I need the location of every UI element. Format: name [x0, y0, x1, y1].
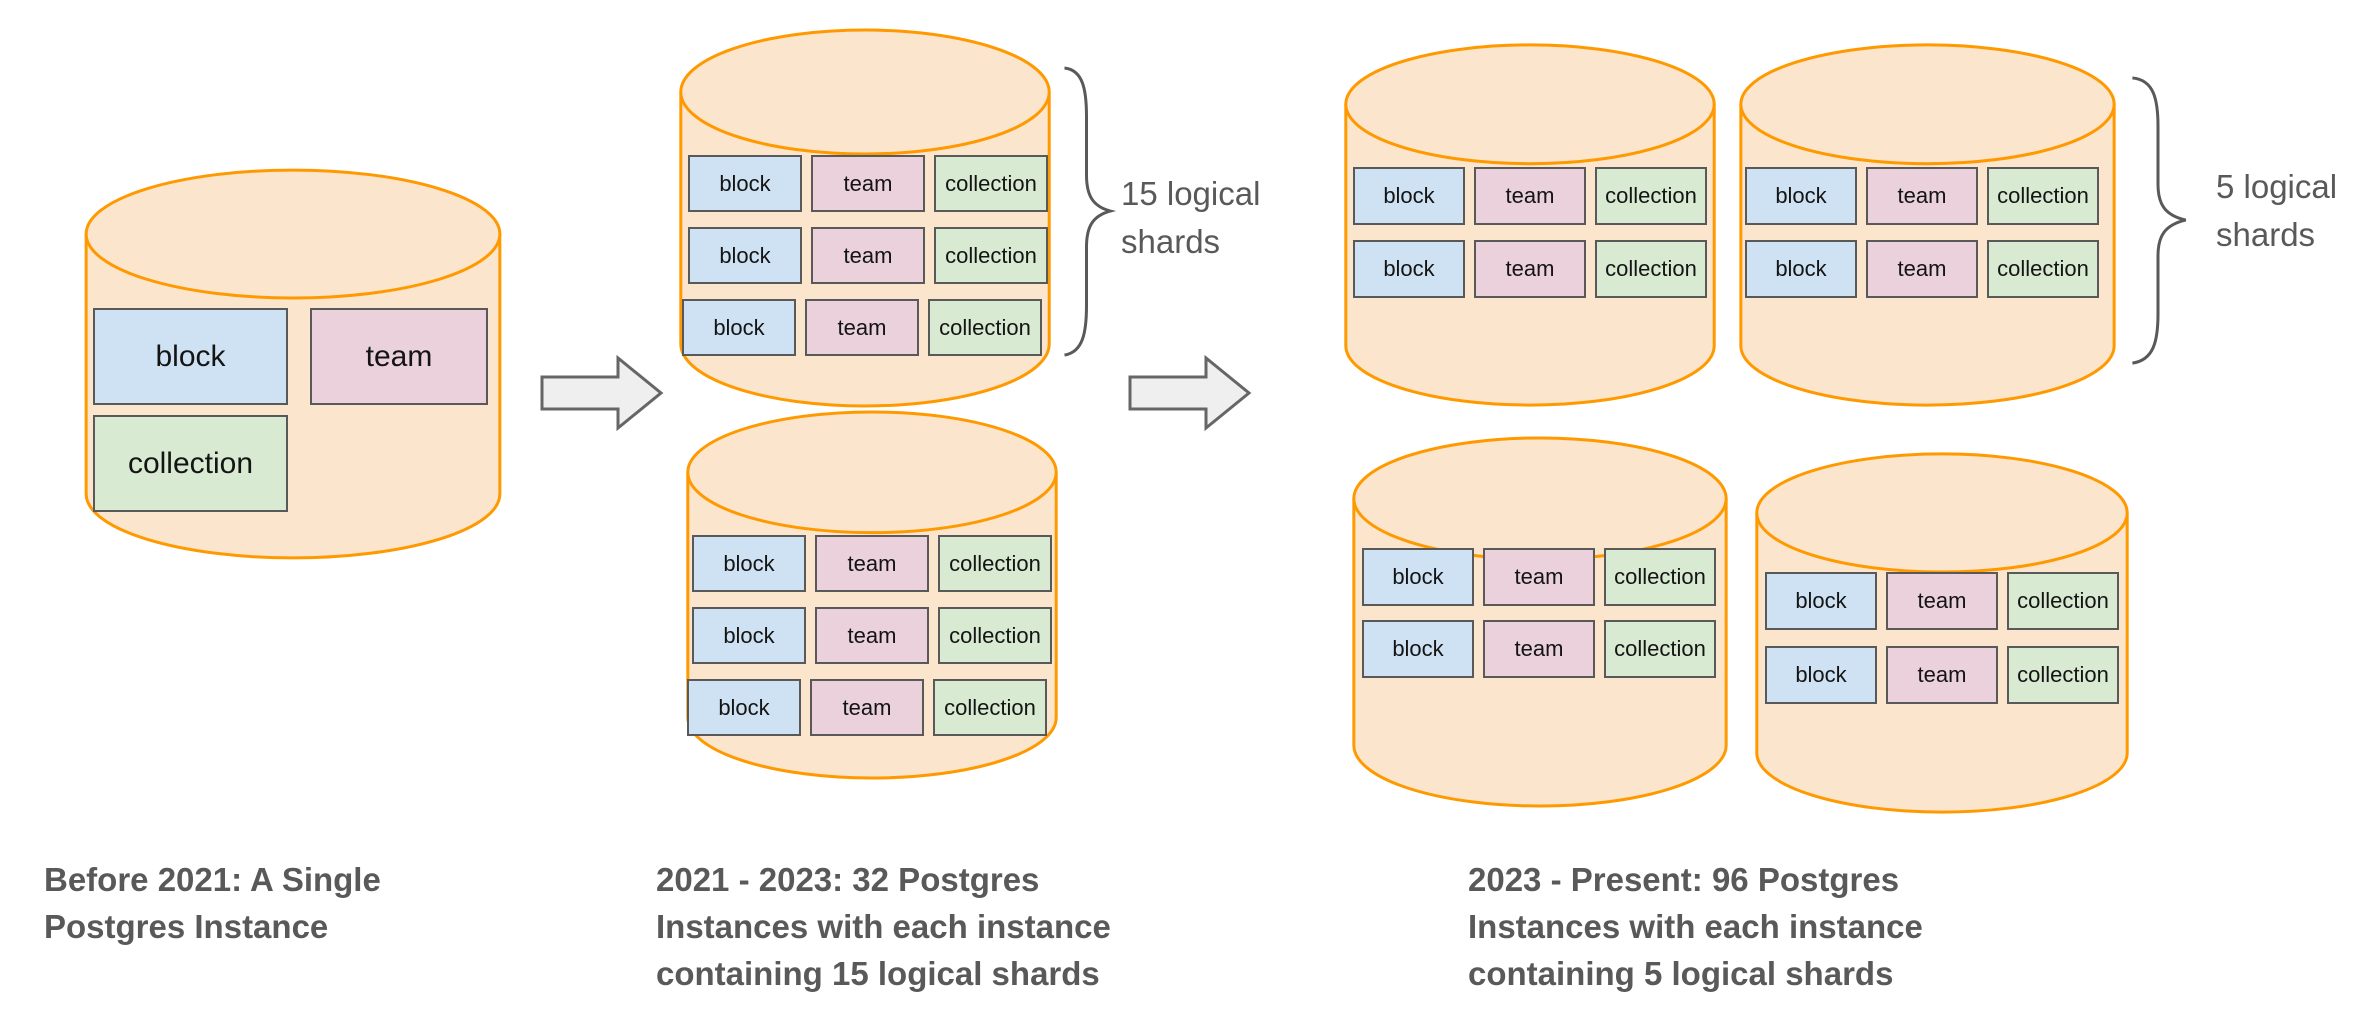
- table-box-team: team: [811, 227, 925, 284]
- shard-row: block team collection: [1362, 620, 1716, 678]
- table-box-team: team: [310, 308, 488, 405]
- shards-label-line: shards: [1121, 223, 1221, 260]
- caption-line: 2023 - Present: 96 Postgres: [1468, 861, 1900, 898]
- table-box-block: block: [1745, 167, 1857, 225]
- table-box-team: team: [1474, 167, 1586, 225]
- table-box-block: block: [1745, 240, 1857, 298]
- caption-line: Postgres Instance: [44, 908, 329, 945]
- table-box-collection: collection: [2007, 572, 2119, 630]
- arrow-right-icon: [540, 355, 664, 431]
- table-box-block: block: [687, 679, 801, 736]
- db-cylinder-mid-bottom: block team collection block team collect…: [685, 410, 1059, 780]
- table-box-team: team: [815, 607, 929, 664]
- shard-row: block team collection: [1765, 572, 2119, 630]
- table-box-block: block: [1362, 548, 1474, 606]
- table-box-team: team: [1886, 572, 1998, 630]
- table-box-team: team: [1866, 167, 1978, 225]
- caption-2021-2023: 2021 - 2023: 32 Postgres Instances with …: [656, 856, 1111, 997]
- table-box-team: team: [1474, 240, 1586, 298]
- table-box-collection: collection: [1987, 240, 2099, 298]
- table-box-block: block: [1353, 240, 1465, 298]
- shards-15-label: 15 logical shards: [1121, 170, 1260, 266]
- shard-row: block team collection: [1362, 548, 1716, 606]
- caption-line: Before 2021: A Single: [44, 861, 381, 898]
- table-box-team: team: [1886, 646, 1998, 704]
- table-box-block: block: [682, 299, 796, 356]
- shard-row: block team collection: [1353, 167, 1707, 225]
- table-box-block: block: [93, 308, 288, 405]
- curly-brace-icon: [2126, 76, 2190, 366]
- table-box-block: block: [1765, 646, 1877, 704]
- shard-row: block team collection: [1745, 240, 2099, 298]
- shards-label-line: 15 logical: [1121, 175, 1261, 212]
- shard-row: collection: [93, 415, 488, 512]
- caption-line: containing 15 logical shards: [656, 955, 1100, 992]
- caption-line: Instances with each instance: [1468, 908, 1923, 945]
- caption-line: 2021 - 2023: 32 Postgres: [656, 861, 1040, 898]
- shard-row: block team collection: [687, 679, 1052, 736]
- table-box-collection: collection: [1595, 240, 1707, 298]
- table-box-collection: collection: [2007, 646, 2119, 704]
- caption-before-2021: Before 2021: A Single Postgres Instance: [44, 856, 381, 950]
- table-box-team: team: [805, 299, 919, 356]
- table-box-block: block: [1353, 167, 1465, 225]
- table-box-collection: collection: [934, 155, 1048, 212]
- table-box-team: team: [1483, 620, 1595, 678]
- shard-row: block team collection: [682, 299, 1048, 356]
- table-box-team: team: [810, 679, 924, 736]
- table-box-collection: collection: [93, 415, 288, 512]
- caption-2023-present: 2023 - Present: 96 Postgres Instances wi…: [1468, 856, 1923, 997]
- table-box-block: block: [688, 227, 802, 284]
- shard-row: block team collection: [1745, 167, 2099, 225]
- table-box-collection: collection: [1604, 620, 1716, 678]
- shard-row: block team collection: [1353, 240, 1707, 298]
- caption-line: Instances with each instance: [656, 908, 1111, 945]
- shard-row: block team collection: [692, 607, 1052, 664]
- db-cylinder-single: block team collection: [83, 168, 503, 560]
- table-box-collection: collection: [1595, 167, 1707, 225]
- shard-row: block team collection: [688, 227, 1048, 284]
- arrow-right-icon: [1128, 355, 1252, 431]
- db-cylinder-right-top-1: block team collection block team collect…: [1343, 43, 1717, 407]
- table-box-collection: collection: [938, 607, 1052, 664]
- table-box-collection: collection: [933, 679, 1047, 736]
- table-box-collection: collection: [934, 227, 1048, 284]
- shards-label-line: shards: [2216, 216, 2316, 253]
- table-box-block: block: [688, 155, 802, 212]
- curly-brace-icon: [1059, 66, 1114, 358]
- db-cylinder-right-top-2: block team collection block team collect…: [1738, 43, 2117, 407]
- caption-line: containing 5 logical shards: [1468, 955, 1894, 992]
- table-box-team: team: [815, 535, 929, 592]
- table-box-collection: collection: [1604, 548, 1716, 606]
- shard-row: block team: [93, 308, 488, 405]
- table-box-block: block: [1765, 572, 1877, 630]
- shard-row: block team collection: [688, 155, 1048, 212]
- table-box-block: block: [1362, 620, 1474, 678]
- shards-5-label: 5 logical shards: [2216, 163, 2337, 259]
- table-box-block: block: [692, 535, 806, 592]
- db-cylinder-right-bottom-2: block team collection block team collect…: [1754, 452, 2130, 814]
- table-box-collection: collection: [928, 299, 1042, 356]
- db-cylinder-right-bottom-1: block team collection block team collect…: [1351, 436, 1729, 808]
- table-box-collection: collection: [938, 535, 1052, 592]
- shard-row: block team collection: [1765, 646, 2119, 704]
- table-box-collection: collection: [1987, 167, 2099, 225]
- db-cylinder-mid-top: block team collection block team collect…: [678, 28, 1052, 408]
- table-box-team: team: [811, 155, 925, 212]
- shard-row: block team collection: [692, 535, 1052, 592]
- table-box-team: team: [1866, 240, 1978, 298]
- shards-label-line: 5 logical: [2216, 168, 2338, 205]
- table-box-team: team: [1483, 548, 1595, 606]
- table-box-block: block: [692, 607, 806, 664]
